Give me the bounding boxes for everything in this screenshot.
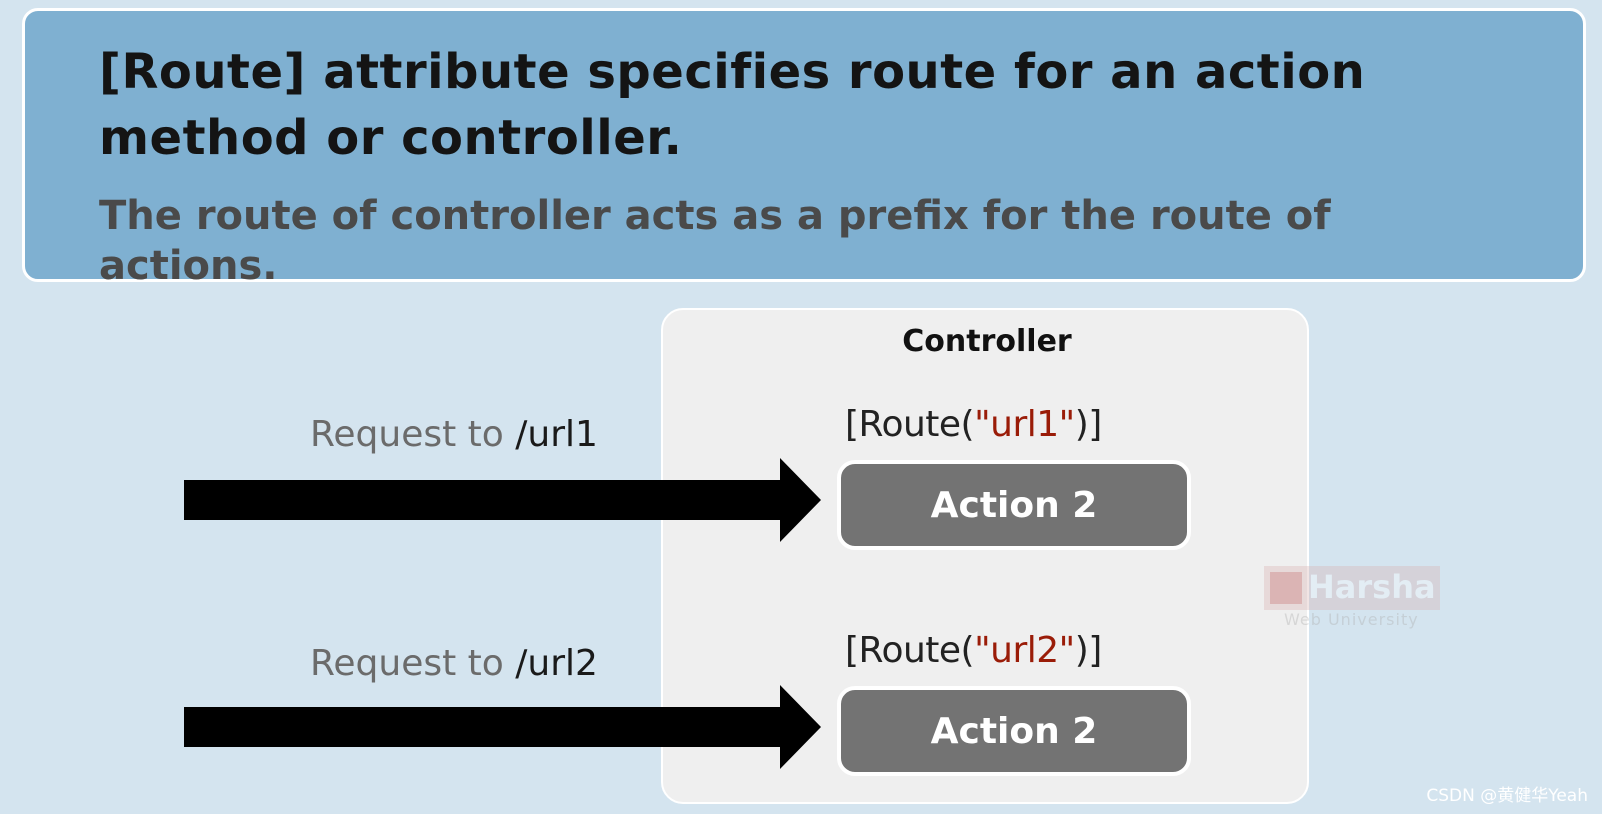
controller-label: Controller <box>902 324 1072 359</box>
request-label-1: Request to /url1 <box>310 414 598 455</box>
slide-subtitle: The route of controller acts as a prefix… <box>99 193 1331 289</box>
route-attr-close: )] <box>1074 630 1103 671</box>
request-arrow-1 <box>184 458 821 542</box>
route-attr-open: [Route( <box>845 630 975 671</box>
watermark-brand: Harsha <box>1308 568 1436 606</box>
action-box-1: Action 2 <box>837 460 1191 550</box>
action-label: Action 2 <box>930 710 1098 752</box>
harsha-logo-icon <box>1270 572 1302 604</box>
request-prefix: Request to <box>310 643 516 684</box>
request-url: /url1 <box>515 414 598 455</box>
request-arrow-2 <box>184 685 821 769</box>
harsha-watermark: Harsha Web University <box>1264 566 1440 629</box>
route-attr-open: [Route( <box>845 404 975 445</box>
action-box-2: Action 2 <box>837 686 1191 776</box>
csdn-credit: CSDN @黄健华Yeah <box>1426 786 1588 806</box>
watermark-bg <box>1264 566 1440 610</box>
slide-title: [Route] attribute specifies route for an… <box>99 44 1366 166</box>
header-panel: [Route] attribute specifies route for an… <box>22 8 1586 289</box>
request-url: /url2 <box>515 643 598 684</box>
route-attr-value: "url1" <box>974 404 1075 445</box>
route-attr-close: )] <box>1074 404 1103 445</box>
watermark-sub: Web University <box>1284 610 1419 629</box>
route-attribute-1: [Route("url1")] <box>845 404 1102 445</box>
request-prefix: Request to <box>310 414 516 455</box>
action-label: Action 2 <box>930 484 1098 526</box>
request-label-2: Request to /url2 <box>310 643 598 684</box>
route-attr-value: "url2" <box>974 630 1075 671</box>
route-attribute-2: [Route("url2")] <box>845 630 1102 671</box>
